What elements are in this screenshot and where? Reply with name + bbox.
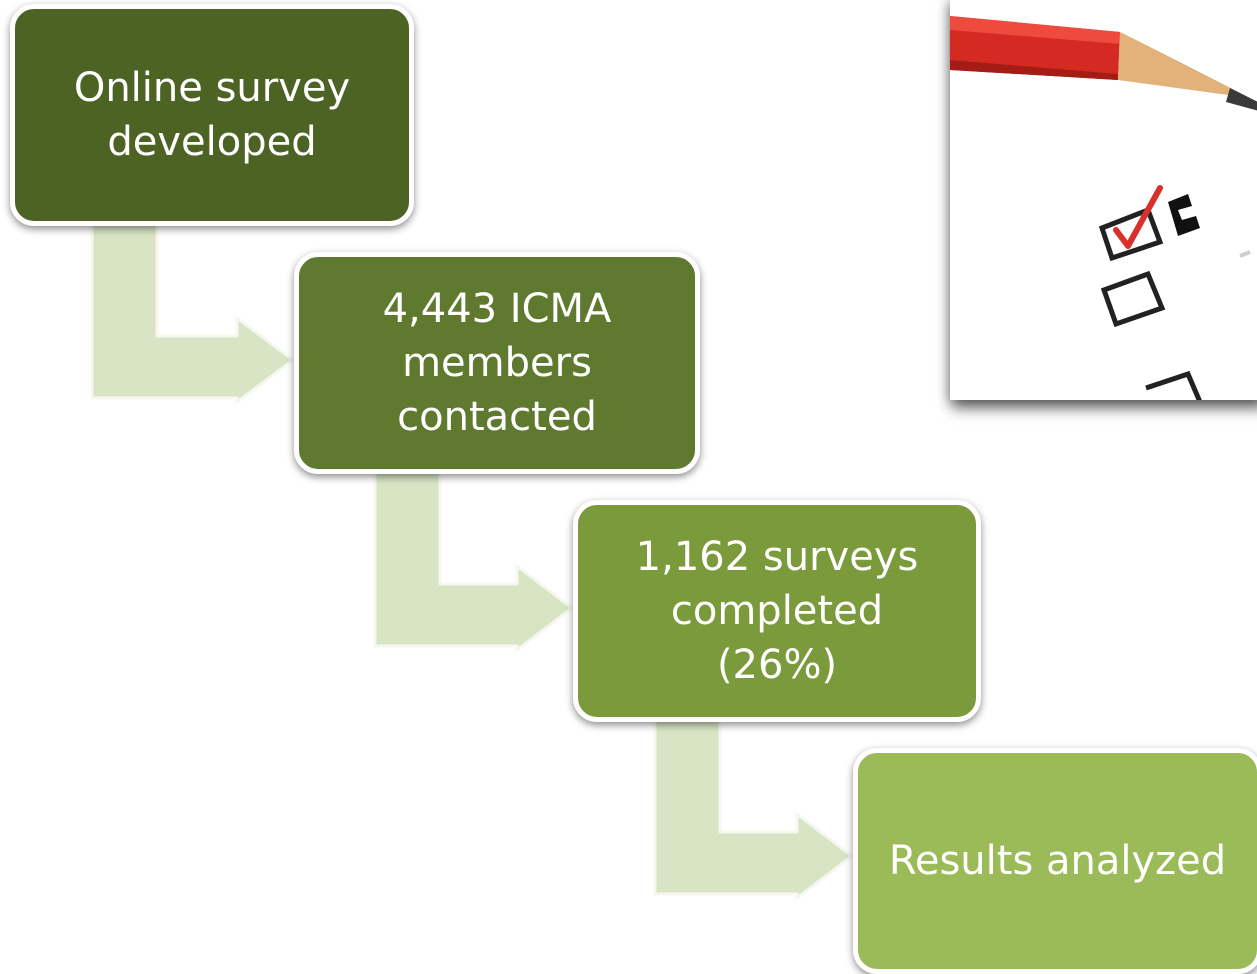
- red-checkmark-icon: [1113, 185, 1163, 249]
- step-online-survey: Online survey developed: [10, 4, 414, 226]
- checkbox-icon: [1098, 206, 1164, 262]
- red-pencil-icon: [950, 16, 1257, 111]
- bent-arrow-2: [373, 468, 574, 652]
- step-results-analyzed: Results analyzed: [853, 748, 1257, 974]
- step-label: Results analyzed: [888, 838, 1227, 884]
- step-label: 1,162 surveys completed (26%): [635, 534, 919, 688]
- checkbox-icon: [1100, 270, 1166, 328]
- checkbox-icon: [1145, 370, 1202, 400]
- step-members-contacted: 4,443 ICMA members contacted: [294, 252, 700, 474]
- step-label: Online survey developed: [73, 65, 351, 165]
- survey-checklist-photo: [950, 0, 1257, 400]
- bent-arrow-3: [653, 716, 854, 900]
- step-label: 4,443 ICMA members contacted: [382, 286, 612, 440]
- bent-arrow-1: [90, 218, 295, 404]
- step-surveys-completed: 1,162 surveys completed (26%): [573, 500, 981, 722]
